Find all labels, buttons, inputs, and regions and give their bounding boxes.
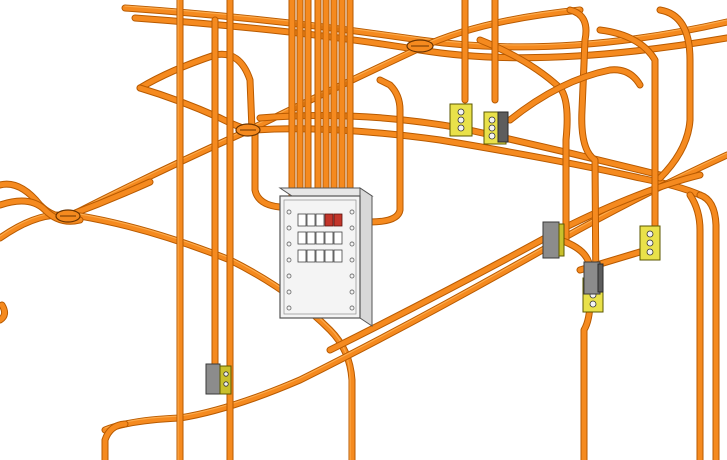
conduit-run[interactable] (176, 0, 184, 460)
conduit-clamp[interactable] (406, 39, 434, 53)
junction-box[interactable] (639, 225, 661, 261)
conduit-bundle[interactable] (288, 0, 354, 199)
conduit-run[interactable] (656, 6, 694, 182)
conduit-run[interactable] (101, 420, 129, 460)
conduit-run[interactable] (686, 191, 704, 460)
conduit-run[interactable] (506, 66, 644, 124)
conduit-run[interactable] (596, 26, 659, 234)
electrical-panel[interactable] (278, 187, 374, 327)
junction-box[interactable] (449, 103, 473, 137)
conduit-run[interactable] (366, 76, 404, 226)
conduit-run[interactable] (566, 6, 600, 304)
device-box[interactable] (205, 363, 232, 395)
conduit-run[interactable] (0, 301, 9, 324)
device-box[interactable] (542, 221, 565, 259)
conduit-run[interactable] (251, 126, 284, 211)
conduit-clamp[interactable] (55, 209, 81, 223)
conduit-run[interactable] (696, 191, 720, 460)
circuit-breakers[interactable] (297, 213, 343, 263)
junction-box[interactable] (483, 111, 509, 145)
conduit-run[interactable] (251, 125, 704, 199)
device-box[interactable] (583, 261, 604, 295)
conduit-clamp[interactable] (235, 123, 261, 137)
panel-knockouts (286, 209, 355, 311)
